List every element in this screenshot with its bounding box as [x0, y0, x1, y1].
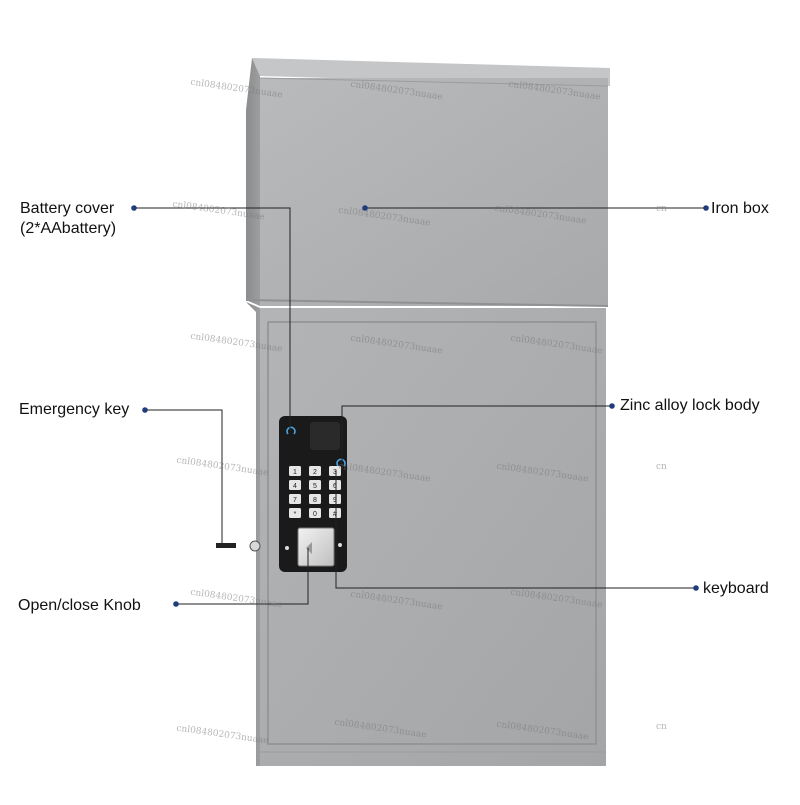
iron-box-upper	[245, 58, 610, 307]
battery-cover-icon	[286, 426, 296, 435]
label-battery-cover-line2: (2*AAbattery)	[20, 220, 117, 237]
keypad-key-label: 5	[313, 483, 317, 490]
leader-emergency-key	[145, 409, 223, 545]
leader-open-close-knob	[176, 548, 309, 605]
keypad-key[interactable]	[309, 508, 321, 518]
label-open-close-knob: Open/close Knob	[18, 597, 141, 614]
watermark: cn	[656, 462, 667, 472]
lock-icon	[285, 546, 289, 550]
label-emergency-key: Emergency key	[19, 401, 130, 418]
emergency-key-cylinder	[216, 540, 261, 552]
unlock-icon	[338, 543, 342, 547]
keyboard: 1 2 3 4 5 6 7 8 9 * 0 #	[289, 466, 341, 518]
dot-battery-cover	[131, 205, 137, 211]
open-close-knob[interactable]	[297, 527, 335, 567]
label-keyboard: keyboard	[703, 580, 769, 597]
keypad-key[interactable]	[289, 494, 301, 504]
door-outline	[267, 321, 597, 745]
dot-iron-box-start	[362, 205, 368, 211]
watermark: cn	[656, 204, 667, 214]
keypad-key-label: 3	[333, 469, 337, 476]
keypad-key-label: 2	[313, 469, 317, 476]
keypad-key[interactable]	[309, 494, 321, 504]
keypad-key-label: 1	[293, 469, 297, 476]
leader-keyboard	[335, 470, 696, 589]
keypad-key[interactable]	[329, 508, 341, 518]
dot-keyboard	[693, 585, 699, 591]
dot-iron-box	[703, 205, 709, 211]
box-upper-side	[246, 58, 260, 306]
keypad-key[interactable]	[309, 466, 321, 476]
label-zinc-alloy-lock-body: Zinc alloy lock body	[620, 397, 760, 414]
dot-emergency-key	[142, 407, 148, 413]
box-lower-side	[246, 302, 260, 766]
keypad-key-label: 0	[313, 511, 317, 518]
keypad-key[interactable]	[289, 466, 301, 476]
zinc-alloy-lock-body: 1 2 3 4 5 6 7 8 9 * 0 #	[279, 416, 347, 572]
leader-lines	[134, 207, 706, 605]
leader-dots	[131, 205, 709, 607]
keypad-key-label: 4	[293, 483, 297, 490]
keypad-key-label: 6	[333, 483, 337, 490]
leader-battery-cover	[134, 207, 291, 430]
keypad-key-label: 8	[313, 497, 317, 504]
dot-zinc-alloy	[609, 403, 615, 409]
dot-open-close-knob	[173, 601, 179, 607]
keypad-key[interactable]	[289, 508, 301, 518]
keypad-key[interactable]	[289, 480, 301, 490]
keypad-key[interactable]	[309, 480, 321, 490]
keypad-key[interactable]	[329, 466, 341, 476]
keypad-key[interactable]	[329, 480, 341, 490]
leader-zinc-alloy-lock	[341, 405, 612, 468]
keypad-key-label: 9	[333, 497, 337, 504]
label-iron-box: Iron box	[711, 200, 769, 217]
label-battery-cover: Battery cover (2*AAbattery)	[20, 199, 116, 239]
watermark: cn	[656, 722, 667, 732]
keypad-key[interactable]	[329, 494, 341, 504]
keypad-key-label: 7	[293, 497, 297, 504]
keypad-key-label: #	[333, 511, 337, 518]
box-upper-front	[260, 78, 608, 306]
label-battery-cover-line1: Battery cover	[20, 200, 115, 217]
key-icon	[216, 543, 236, 548]
keypad-key-label: *	[294, 511, 297, 518]
wifi-indicator-icon	[336, 458, 346, 467]
